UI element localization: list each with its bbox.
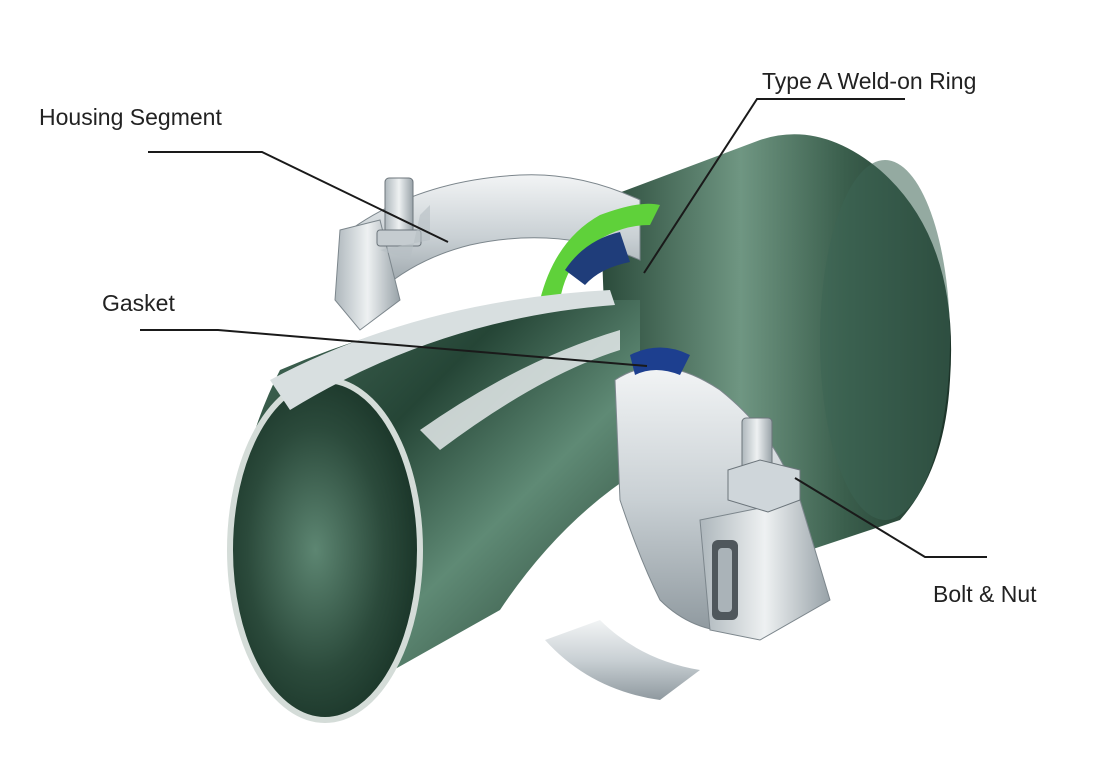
housing-segment-leader (148, 151, 449, 243)
leader-lines (140, 98, 987, 558)
weld-ring-leader (643, 98, 905, 274)
bolt-nut-label: Bolt & Nut (933, 581, 1037, 607)
housing-segment-label: Housing Segment (39, 104, 222, 130)
weld-on-ring (540, 203, 660, 300)
gasket-label: Gasket (102, 290, 175, 316)
bolt-nut-leader (794, 477, 987, 558)
housing-segment (334, 174, 641, 331)
bolt-and-nut (727, 417, 801, 513)
gasket-leader (140, 329, 648, 367)
lower-housing-segment (545, 620, 700, 700)
weld-ring-label: Type A Weld-on Ring (762, 68, 977, 94)
